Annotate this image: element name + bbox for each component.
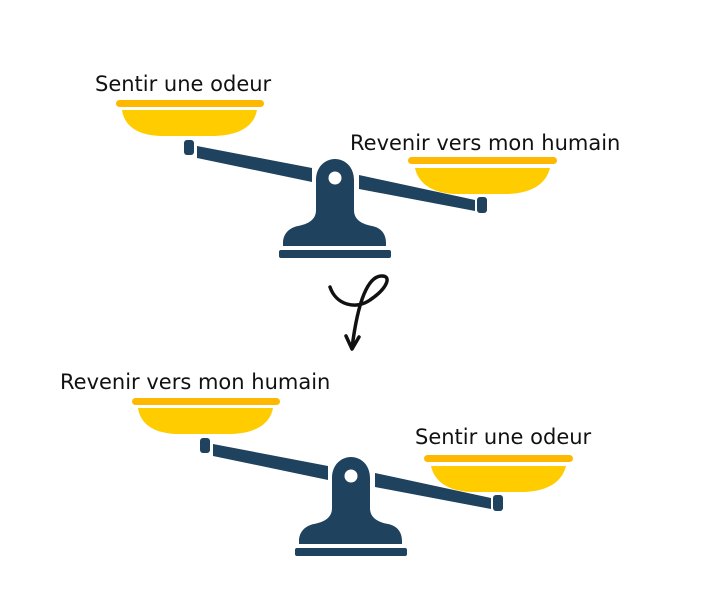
- after-left-pan-label: Revenir vers mon humain: [60, 370, 331, 394]
- after-right-pan-label: Sentir une odeur: [415, 425, 592, 449]
- before-right-pan-label: Revenir vers mon humain: [350, 131, 621, 155]
- before-left-pan-label: Sentir une odeur: [95, 72, 272, 96]
- balance-scale-before: [116, 100, 557, 258]
- curly-arrow-down-icon: [328, 274, 389, 351]
- balance-scale-after: [132, 398, 573, 556]
